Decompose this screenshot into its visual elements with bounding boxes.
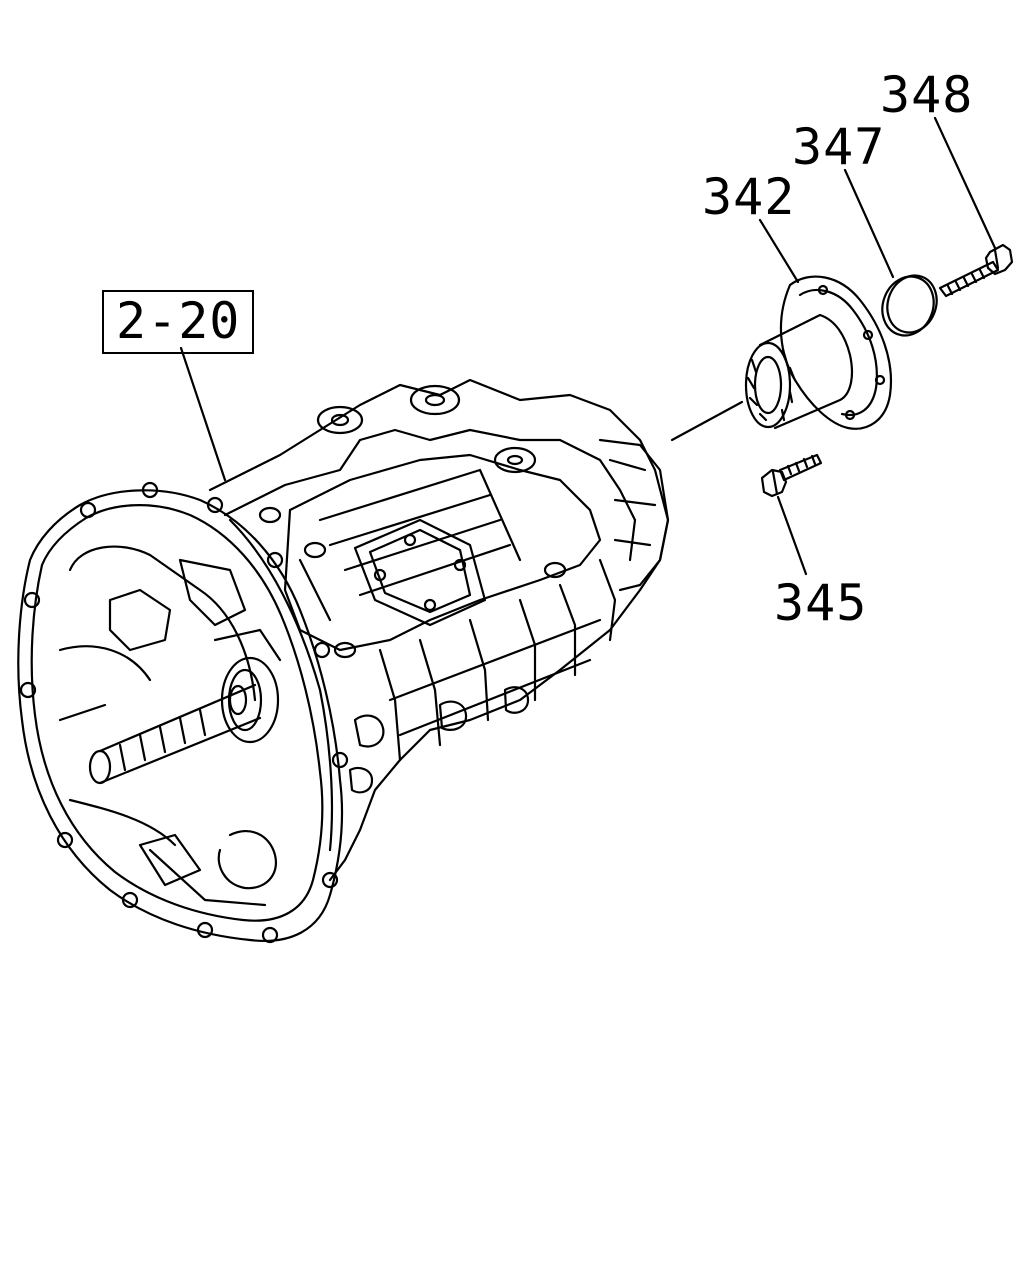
bell-housing-lugs [19,481,349,944]
companion-flange-342 [744,275,892,430]
bell-housing-rib-lower [138,830,278,890]
callout-345: 345 [774,574,868,632]
bolt-348-shape [938,243,1014,298]
bell-housing-rim [17,489,344,942]
callout-348: 348 [880,66,974,124]
rear-extension [598,438,670,592]
main-case-flange [223,428,637,562]
case-side-ribs [378,558,617,762]
bell-housing-cavity [58,545,282,907]
leader-342 [758,218,800,284]
callout-342: 342 [702,168,796,226]
washer-347-edge [886,274,938,334]
case-lower-bosses [348,686,530,794]
top-cover [283,453,602,652]
callout-347: 347 [792,118,886,176]
leader-345 [776,495,808,576]
bell-housing-inner-rim [30,504,324,922]
shift-tower-pad [353,518,487,627]
assembly-axis-line [670,400,744,442]
assembly-reference-label: 2-20 [102,290,255,354]
leader-lines [179,116,997,576]
upper-bosses [258,384,567,659]
top-cover-ridges [298,468,522,622]
leader-348 [933,116,997,250]
bell-case-joint [228,518,334,852]
leader-2-20 [179,346,227,482]
leader-347 [843,168,895,279]
input-shaft [88,656,280,785]
main-case-body [208,378,670,882]
transmission-assembly [17,378,670,944]
washer-347-shape [881,275,935,337]
bolt-345-shape [760,453,823,498]
